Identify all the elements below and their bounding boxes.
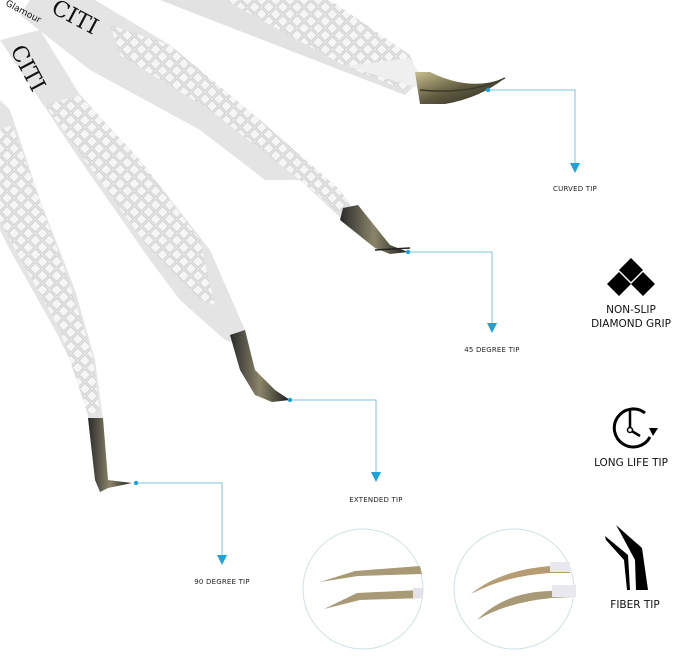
callout-label-curved: CURVED TIP bbox=[553, 185, 597, 193]
diamond-grip-icon bbox=[607, 258, 655, 296]
callout-line-curved bbox=[488, 89, 576, 163]
callout-label-90: 90 DEGREE TIP bbox=[194, 578, 250, 586]
feature-fiber-tip: FIBER TIP bbox=[610, 598, 659, 612]
feature-diamond-grip: NON-SLIP DIAMOND GRIP bbox=[591, 303, 671, 331]
feature-line: FIBER TIP bbox=[610, 599, 660, 611]
arrow-curved-icon bbox=[570, 163, 580, 173]
clock-refresh-icon bbox=[612, 407, 658, 449]
fiber-tip-icon bbox=[605, 525, 648, 590]
callout-line-90 bbox=[136, 482, 223, 555]
callout-lines bbox=[136, 89, 576, 555]
arrow-extended-icon bbox=[371, 472, 381, 482]
feature-line: NON-SLIP bbox=[606, 304, 656, 316]
callout-label-45: 45 DEGREE TIP bbox=[464, 346, 520, 354]
feature-line: DIAMOND GRIP bbox=[591, 318, 671, 330]
callout-line-extended bbox=[290, 399, 377, 472]
callout-markers bbox=[133, 87, 580, 565]
detail-circle-2 bbox=[453, 528, 576, 650]
detail-circle-1 bbox=[302, 528, 424, 650]
tweezer-curved bbox=[90, 0, 506, 104]
tweezer-extended bbox=[0, 30, 290, 402]
callout-line-45 bbox=[408, 251, 493, 323]
feature-long-life: LONG LIFE TIP bbox=[594, 456, 668, 470]
arrow-45-icon bbox=[487, 323, 497, 333]
arrow-90-icon bbox=[217, 555, 227, 565]
feature-line: LONG LIFE TIP bbox=[594, 457, 668, 469]
callout-label-extended: EXTENDED TIP bbox=[349, 496, 403, 504]
tweezer-90-degree bbox=[0, 100, 132, 492]
tweezer-45-degree bbox=[20, 0, 411, 254]
